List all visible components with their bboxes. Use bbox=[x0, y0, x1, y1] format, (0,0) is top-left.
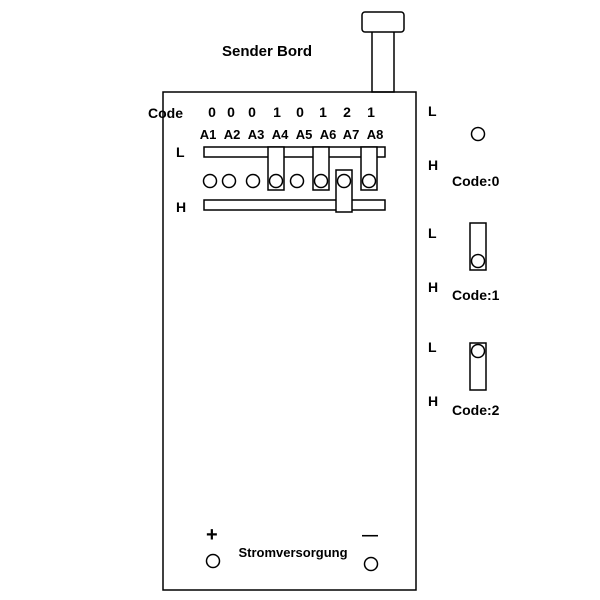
antenna bbox=[361, 11, 405, 93]
code-digit: 0 bbox=[227, 104, 235, 120]
address-label: A1 bbox=[200, 127, 217, 142]
power-minus-terminal bbox=[363, 556, 379, 572]
legend-code-2: L H Code:2 bbox=[428, 339, 500, 418]
power-minus-label: — bbox=[362, 527, 378, 544]
legend-code-1: L H Code:1 bbox=[428, 222, 500, 303]
code-digit: 1 bbox=[319, 104, 327, 120]
board-outline bbox=[162, 91, 417, 591]
low-rail bbox=[203, 146, 386, 158]
code-digit: 0 bbox=[296, 104, 304, 120]
power-plus-terminal bbox=[205, 553, 221, 569]
legend-1-high-label: H bbox=[428, 279, 438, 295]
legend-2-low-label: L bbox=[428, 339, 437, 355]
legend-code-0: L H Code:0 bbox=[428, 103, 500, 189]
high-rail bbox=[203, 199, 386, 211]
address-pin bbox=[336, 173, 352, 189]
low-row-label: L bbox=[176, 144, 185, 160]
legend-0-low-label: L bbox=[428, 103, 437, 119]
address-pin bbox=[221, 173, 237, 189]
pin-row bbox=[202, 173, 377, 189]
code-digit: 1 bbox=[367, 104, 375, 120]
high-row-label: H bbox=[176, 199, 186, 215]
antenna-rod bbox=[371, 29, 395, 93]
antenna-cap bbox=[361, 11, 405, 33]
address-label: A3 bbox=[248, 127, 265, 142]
address-label: A2 bbox=[224, 127, 241, 142]
legend-1-name: Code:1 bbox=[452, 287, 500, 303]
legend-0-name: Code:0 bbox=[452, 173, 500, 189]
legend-2-high-label: H bbox=[428, 393, 438, 409]
address-label: A5 bbox=[296, 127, 313, 142]
address-pin bbox=[313, 173, 329, 189]
address-pin bbox=[268, 173, 284, 189]
code-digit: 0 bbox=[208, 104, 216, 120]
legend-1-low-label: L bbox=[428, 225, 437, 241]
address-label: A6 bbox=[320, 127, 337, 142]
legend-0-high-label: H bbox=[428, 157, 438, 173]
address-label: A4 bbox=[272, 127, 289, 142]
address-label: A8 bbox=[367, 127, 384, 142]
code-digit: 0 bbox=[248, 104, 256, 120]
address-labels: A1 A2 A3 A4 A5 A6 A7 A8 bbox=[200, 127, 384, 142]
address-pin bbox=[361, 173, 377, 189]
power-label: Stromversorgung bbox=[238, 545, 347, 560]
address-pin bbox=[289, 173, 305, 189]
code-label: Code bbox=[148, 105, 183, 121]
address-pin bbox=[202, 173, 218, 189]
legend-2-pin bbox=[470, 343, 486, 359]
legend-1-pin bbox=[470, 253, 486, 269]
legend-0-pin bbox=[470, 126, 486, 142]
power-plus-label: + bbox=[206, 524, 218, 546]
code-digit: 2 bbox=[343, 104, 351, 120]
legend-2-name: Code:2 bbox=[452, 402, 500, 418]
address-pin bbox=[245, 173, 261, 189]
board-title: Sender Bord bbox=[222, 43, 312, 60]
code-digit: 1 bbox=[273, 104, 281, 120]
address-label: A7 bbox=[343, 127, 360, 142]
